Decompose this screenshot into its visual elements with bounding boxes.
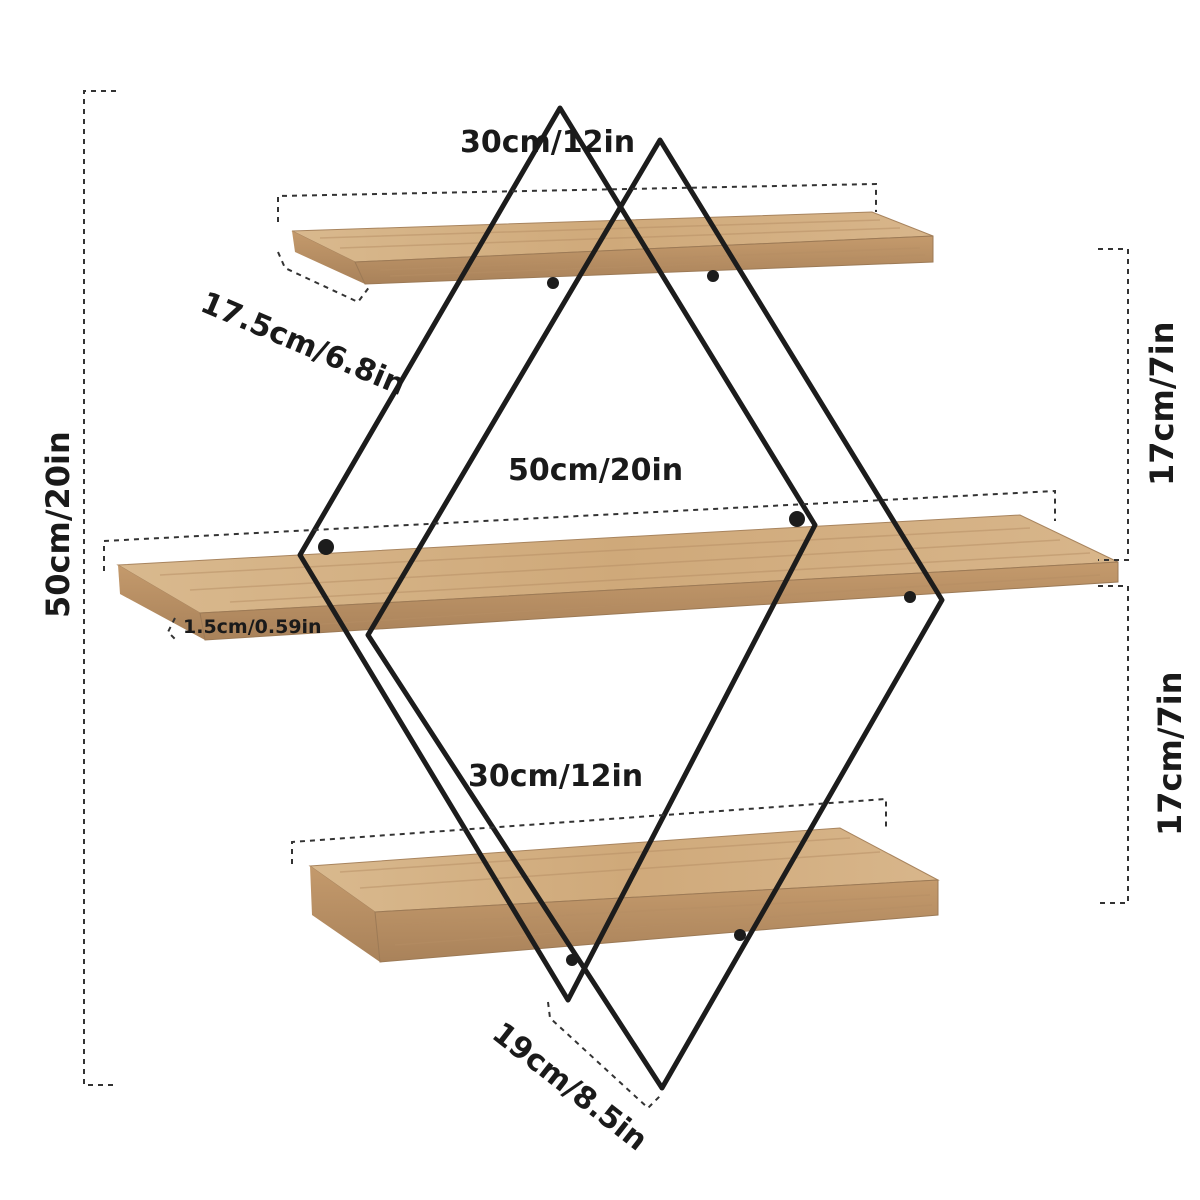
shelf-brackets xyxy=(318,270,916,966)
dimension-lines xyxy=(83,90,1129,1110)
total-height-label: 50cm/20in xyxy=(39,431,77,618)
middle-shelf xyxy=(116,514,1119,641)
lower-gap-label: 17cm/7in xyxy=(1151,671,1189,836)
upper-gap-label: 17cm/7in xyxy=(1143,321,1181,486)
bottom-shelf-width-label: 30cm/12in xyxy=(468,759,644,794)
top-shelf-width-label: 30cm/12in xyxy=(460,125,636,160)
shelf-thickness-label: 1.5cm/0.59in xyxy=(183,616,322,638)
metal-frame xyxy=(297,105,945,1091)
middle-shelf-width-label: 50cm/20in xyxy=(508,453,684,488)
top-shelf xyxy=(291,211,934,285)
bottom-shelf xyxy=(308,827,940,963)
